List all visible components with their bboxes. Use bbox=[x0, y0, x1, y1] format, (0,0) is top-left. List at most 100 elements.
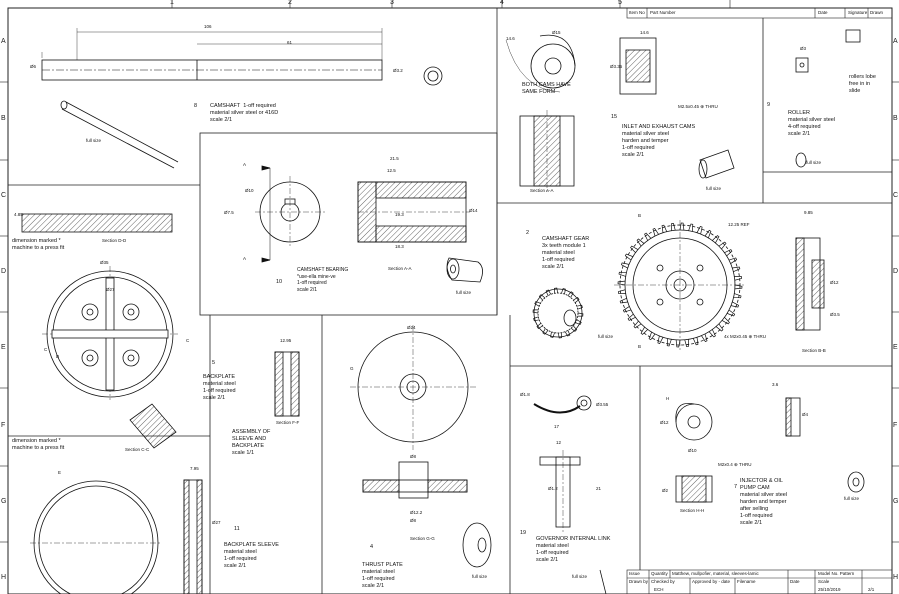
dimension: Ø10 bbox=[688, 448, 697, 453]
dimension: 12.25 REF bbox=[728, 222, 750, 227]
view-label: Section G-G bbox=[410, 536, 435, 541]
dimension: Ø12 bbox=[830, 280, 839, 285]
dimension: Ø24 bbox=[407, 325, 416, 330]
title-block-field: ECH bbox=[654, 587, 664, 592]
zone-label: H bbox=[1, 574, 7, 581]
dimension: 14.6 bbox=[640, 30, 649, 35]
view-label: full size bbox=[86, 138, 102, 143]
dimension: Ø3.55 bbox=[596, 402, 609, 407]
title-block-field: Filename bbox=[737, 579, 756, 584]
part-marker: 15 bbox=[611, 114, 618, 120]
sheet-frame bbox=[7, 7, 893, 594]
zone-label: G bbox=[893, 498, 899, 505]
view-label: full size bbox=[572, 574, 588, 579]
title-block-field: Part Number bbox=[650, 10, 676, 15]
zone-label: 2 bbox=[288, 0, 292, 6]
title-block-field: Item No bbox=[629, 10, 645, 15]
dimension: Ø35 bbox=[100, 260, 109, 265]
roller-drawing bbox=[795, 29, 861, 168]
part-note: INLET AND EXHAUST CAMS material silver s… bbox=[622, 124, 696, 158]
view-label: Section A-A bbox=[388, 266, 412, 271]
dimension: 14.6 bbox=[506, 36, 515, 41]
dimension: Ø2 bbox=[662, 488, 669, 493]
zone-label: 1 bbox=[170, 0, 174, 6]
view-label: Section A-A bbox=[530, 188, 554, 193]
zone-label: F bbox=[1, 422, 6, 429]
title-block-field: Drawn by bbox=[629, 579, 649, 584]
zone-label: 5 bbox=[618, 0, 622, 6]
note: dimension marked * machine to a press fi… bbox=[12, 438, 65, 451]
title-block-field: Quantity bbox=[651, 571, 668, 576]
section-mark: D bbox=[56, 354, 60, 359]
title-block-field: Scale bbox=[818, 579, 830, 584]
section-mark: A bbox=[243, 256, 247, 261]
view-borders bbox=[8, 8, 892, 594]
title-block-field: Date bbox=[818, 10, 828, 15]
view-label: full size bbox=[456, 290, 472, 295]
view-label: Section F-F bbox=[276, 420, 300, 425]
zone-label: G bbox=[1, 498, 7, 505]
note: BOTH CAMS HAVE SAME FORM bbox=[522, 82, 571, 95]
part-note: CAMSHAFT GEAR 3x teeth module 1 material… bbox=[542, 236, 590, 270]
section-mark: G bbox=[350, 366, 354, 371]
dimension: 19.3 bbox=[395, 212, 404, 217]
title-block-field: Matthew, mullpofier, material, sleeves-l… bbox=[672, 571, 759, 576]
part-note: BACKPLATE SLEEVE material steel 1-off re… bbox=[224, 542, 279, 569]
dimension: Ø3.2 bbox=[393, 68, 403, 73]
note: dimension marked * machine to a press fi… bbox=[12, 238, 65, 251]
dimension: 12.5 bbox=[387, 168, 396, 173]
backplate-sleeve-drawing bbox=[30, 479, 203, 594]
part-marker: 5 bbox=[212, 360, 216, 366]
title-block-field: Checked by bbox=[651, 579, 675, 584]
dimension: 61 bbox=[287, 40, 293, 45]
zone-label: D bbox=[893, 268, 899, 275]
part-note: GOVERNOR INTERNAL LINK material steel 1-… bbox=[536, 536, 611, 563]
zone-label: E bbox=[1, 344, 6, 351]
view-label: full size bbox=[706, 186, 722, 191]
backplate-drawing bbox=[21, 213, 300, 449]
section-mark: E bbox=[58, 470, 62, 475]
thrust-plate-drawing bbox=[350, 325, 492, 568]
section-mark: C bbox=[44, 347, 48, 352]
section-mark: B bbox=[638, 344, 642, 349]
dimension: 12.95 bbox=[280, 338, 292, 343]
dimension: Ø12 bbox=[660, 420, 669, 425]
title-block-field: Approved by - date bbox=[692, 579, 731, 584]
zone-label: F bbox=[893, 422, 898, 429]
dimension: Ø6 bbox=[30, 64, 37, 69]
view-label: Section D-D bbox=[102, 238, 127, 243]
part-marker: 2 bbox=[526, 230, 530, 236]
zone-label: D bbox=[1, 268, 7, 275]
view-label: Section B-B bbox=[802, 348, 826, 353]
camshaft-drawing bbox=[41, 28, 443, 169]
thread-callout: M2x0.4 ⊕ THRU bbox=[718, 462, 752, 467]
zone-label: A bbox=[1, 38, 6, 45]
part-marker: 9 bbox=[767, 102, 771, 108]
dimension: Ø1.2 bbox=[548, 486, 558, 491]
thread-callout: 4x M2x0.45 ⊕ THRU bbox=[724, 334, 766, 339]
part-note: INJECTOR & OIL PUMP CAM material silver … bbox=[740, 478, 788, 526]
camshaft-bearing-drawing bbox=[255, 165, 483, 283]
title-block-field: Date bbox=[790, 579, 800, 584]
part-marker: 10 bbox=[276, 279, 283, 285]
title-block-field: Signature bbox=[848, 10, 868, 15]
view-label: full size bbox=[472, 574, 488, 579]
dimension: 21.5 bbox=[390, 156, 399, 161]
zone-label: 3 bbox=[390, 0, 394, 6]
zone-label: H bbox=[893, 574, 899, 581]
dimension: Ø7.5 bbox=[224, 210, 234, 215]
note: rollers lobe free in in slide bbox=[849, 74, 876, 94]
part-marker: 19 bbox=[520, 530, 527, 536]
section-mark: A bbox=[243, 162, 247, 167]
dimension: Ø8 bbox=[410, 518, 417, 523]
dimension: Ø27 bbox=[106, 287, 115, 292]
thread-callout: M2.5x0.45 ⊕ THRU bbox=[678, 104, 718, 109]
zone-label: C bbox=[1, 192, 7, 199]
dimension: 9.85 bbox=[804, 210, 813, 215]
part-marker: 11 bbox=[234, 526, 240, 532]
part-marker: 4 bbox=[370, 544, 374, 550]
part-note: ASSEMBLY OF SLEEVE AND BACKPLATE scale 1… bbox=[232, 429, 271, 456]
view-label: full size bbox=[806, 160, 822, 165]
zone-label: 4 bbox=[500, 0, 504, 6]
